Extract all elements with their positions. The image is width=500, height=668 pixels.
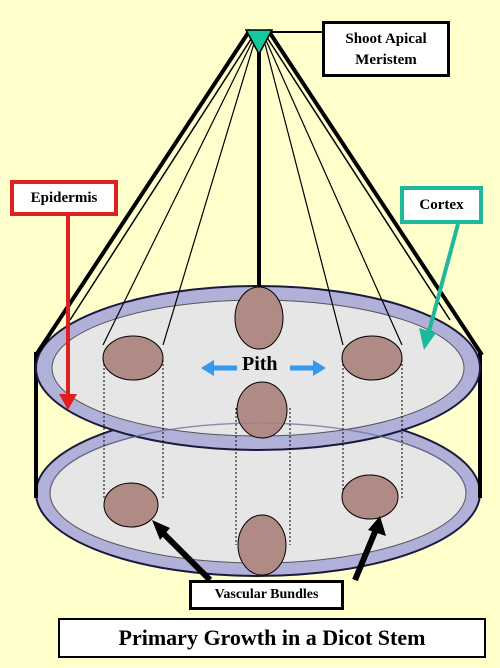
shoot-apical-meristem-label: Shoot Apical Meristem	[322, 21, 450, 77]
meristem-label-line1: Shoot Apical	[345, 31, 427, 47]
vascular-bundle	[103, 482, 159, 528]
meristem-label-line2: Meristem	[355, 52, 417, 68]
vascular-bundle	[341, 335, 403, 381]
meristem-icon	[244, 29, 274, 56]
arrow-right-icon	[313, 360, 326, 376]
bundle-connectors	[103, 360, 403, 545]
epidermis-label: Epidermis	[10, 180, 118, 216]
arrow-left-icon	[201, 360, 214, 376]
cortex-arrow	[426, 223, 460, 336]
side-lines	[34, 352, 482, 498]
vascular-bundles-label: Vascular Bundles	[189, 580, 344, 610]
cortex-label: Cortex	[400, 186, 483, 224]
vascular-bundle	[102, 335, 164, 381]
upper-stem-section	[35, 285, 481, 451]
vascular-bundle	[341, 474, 399, 520]
pith-arrows	[201, 360, 326, 376]
vascular-bundles	[102, 286, 403, 576]
vascular-bundle	[236, 381, 288, 439]
vascular-arrows	[152, 516, 386, 583]
vascular-bundle	[237, 514, 287, 576]
vascular-bundle	[234, 286, 284, 350]
lower-stem-section	[35, 409, 481, 577]
pith-label: Pith	[242, 353, 278, 375]
growth-lines	[34, 28, 484, 357]
diagram-title: Primary Growth in a Dicot Stem	[58, 618, 486, 658]
